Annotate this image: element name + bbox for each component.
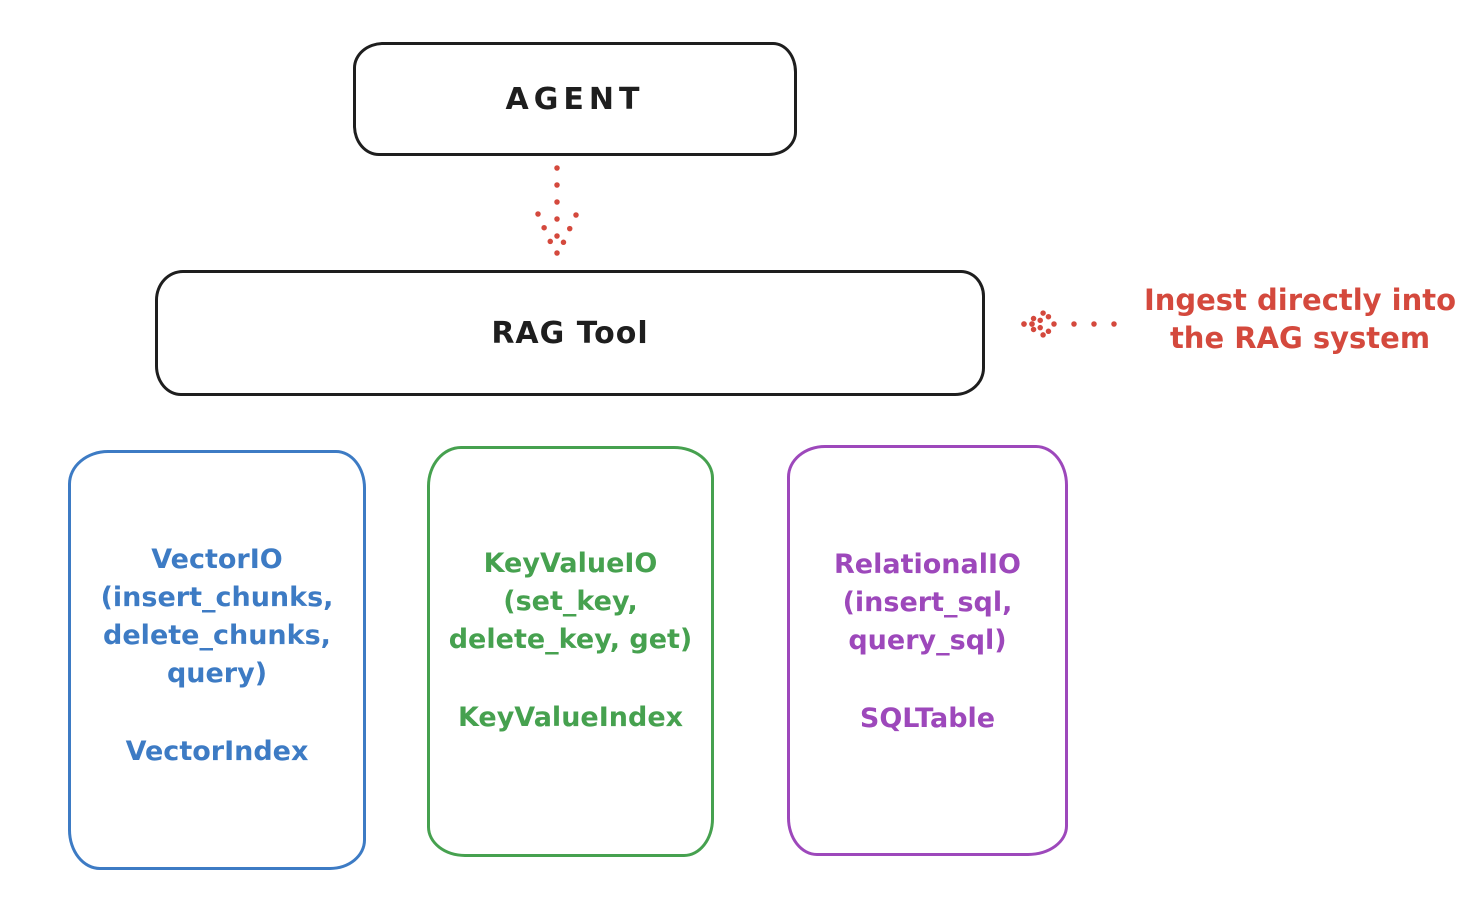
agent-label: AGENT [505, 81, 645, 117]
vector-io-body: VectorIO (insert_chunks, delete_chunks, … [100, 544, 334, 689]
relational-io-node: RelationalIO (insert_sql, query_sql) SQL… [787, 445, 1068, 856]
key-value-io-node: KeyValueIO (set_key, delete_key, get) Ke… [427, 446, 714, 857]
key-value-index-label: KeyValueIndex [457, 702, 684, 733]
annotation-text: Ingest directly into the RAG system [1143, 283, 1457, 355]
rag-tool-node: RAG Tool [155, 270, 985, 396]
sql-table-label: SQLTable [859, 703, 996, 734]
annotation-arrow-icon [1021, 305, 1137, 343]
agent-to-ragtool-arrow-icon [535, 165, 579, 257]
relational-io-body: RelationalIO (insert_sql, query_sql) [834, 549, 1021, 656]
vector-index-label: VectorIndex [125, 736, 309, 767]
vector-io-node: VectorIO (insert_chunks, delete_chunks, … [68, 450, 366, 870]
key-value-io-body: KeyValueIO (set_key, delete_key, get) [448, 548, 693, 655]
rag-tool-label: RAG Tool [491, 315, 649, 351]
agent-node: AGENT [353, 42, 797, 156]
